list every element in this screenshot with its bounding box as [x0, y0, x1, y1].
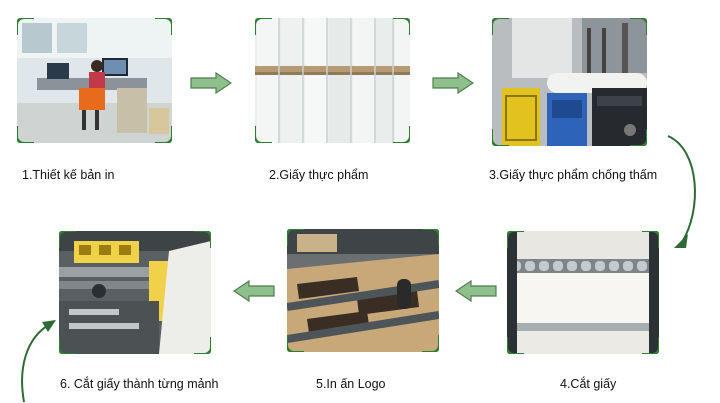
arrow-left-1	[455, 280, 497, 302]
step-2-caption: 2.Giấy thực phẩm	[269, 168, 369, 182]
step-4-caption: 4.Cắt giấy	[560, 377, 617, 391]
step-6-caption: 6. Cắt giấy thành từng mảnh	[60, 377, 219, 391]
step-1-photo	[17, 18, 172, 143]
step-3-caption: 3.Giấy thực phẩm chống thấm	[489, 168, 658, 182]
step-5-photo	[287, 229, 439, 352]
curved-arrow-up	[21, 320, 56, 403]
arrow-right-2	[432, 72, 474, 94]
step-4-photo	[507, 231, 659, 354]
coating-machine-photo	[492, 18, 647, 146]
arrow-right-1	[190, 72, 232, 94]
arrow-left-2	[233, 280, 275, 302]
paper-rolls-photo	[255, 18, 410, 143]
step-5-caption: 5.In ấn Logo	[316, 377, 386, 391]
paper-cutting-photo	[507, 231, 659, 354]
step-1-caption: 1.Thiết kế bản in	[22, 168, 115, 182]
logo-printing-photo	[287, 229, 439, 352]
step-3-photo	[492, 18, 647, 146]
office-photo	[17, 18, 172, 143]
cutting-pieces-photo	[59, 231, 211, 354]
step-6-photo	[59, 231, 211, 354]
curved-arrow-down	[667, 135, 696, 248]
step-2-photo	[255, 18, 410, 143]
